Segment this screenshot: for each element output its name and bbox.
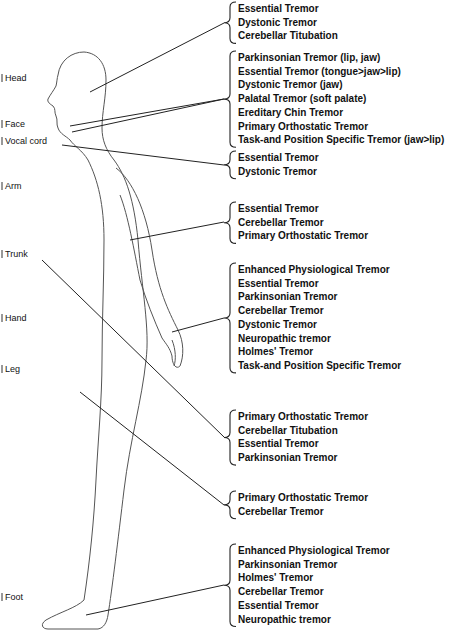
- curly-brace: [224, 202, 236, 243]
- tick: [2, 250, 3, 258]
- tremor-type: Cerebellar Tremor: [238, 305, 324, 317]
- tick: [2, 120, 3, 128]
- tremor-type: Primary Orthostatic Tremor: [238, 411, 368, 423]
- leader-line: [86, 585, 224, 615]
- body-part-label: Head: [5, 72, 27, 84]
- leader-line: [90, 23, 224, 92]
- curly-brace: [224, 151, 236, 179]
- body-outline: [42, 52, 182, 629]
- leader-line: [80, 392, 224, 505]
- tremor-type: Holmes' Tremor: [238, 346, 313, 358]
- tremor-type: Dystonic Tremor: [238, 17, 317, 29]
- tremor-type: Essential Tremor: [238, 3, 319, 15]
- leader-line: [62, 145, 224, 165]
- tremor-type: Dystonic Tremor: [238, 319, 317, 331]
- body-silhouette: [42, 52, 147, 629]
- tremor-type: Primary Orthostatic Tremor: [238, 492, 368, 504]
- body-part-label: Vocal cord: [5, 135, 47, 147]
- tremor-type: Primary Orthostatic Tremor: [238, 121, 368, 133]
- curly-brace: [224, 491, 236, 519]
- leader-line: [42, 260, 224, 437]
- curly-brace: [224, 51, 236, 147]
- hand-finger: [172, 340, 175, 366]
- tremor-type: Parkinsonian Tremor: [238, 559, 337, 571]
- tremor-type: Dystonic Tremor: [238, 166, 317, 178]
- tremor-type: Essential Tremor: [238, 152, 319, 164]
- tick: [2, 137, 3, 145]
- tremor-type: Holmes' Tremor: [238, 572, 313, 584]
- tremor-type: Cerebellar Tremor: [238, 506, 324, 518]
- curly-brace: [224, 263, 236, 373]
- leader-line: [72, 99, 224, 132]
- label-ticks: [2, 74, 3, 601]
- tremor-type: Enhanced Physiological Tremor: [238, 264, 390, 276]
- tremor-type: Primary Orthostatic Tremor: [238, 230, 368, 242]
- tick: [2, 182, 3, 190]
- curly-brace: [224, 410, 236, 465]
- tremor-type: Neuropathic tremor: [238, 614, 331, 626]
- body-part-label: Foot: [5, 591, 23, 603]
- tremor-type: Parkinsonian Tremor: [238, 452, 337, 464]
- tremor-type: Essential Tremor: [238, 203, 319, 215]
- tick: [2, 74, 3, 82]
- body-part-label: Leg: [5, 363, 20, 375]
- tremor-type: Essential Tremor: [238, 438, 319, 450]
- tremor-type: Dystonic Tremor (jaw): [238, 79, 342, 91]
- braces: [224, 2, 236, 627]
- tremor-type: Parkinsonian Tremor: [238, 291, 337, 303]
- tremor-type: Cerebellar Titubation: [238, 425, 338, 437]
- leader-line: [130, 222, 224, 240]
- tick: [2, 314, 3, 322]
- tremor-type: Palatal Tremor (soft palate): [238, 93, 366, 105]
- tremor-type: Cerebellar Titubation: [238, 30, 338, 42]
- tremor-type: Essential Tremor: [238, 600, 319, 612]
- tremor-type: Cerebellar Tremor: [238, 586, 324, 598]
- curly-brace: [224, 544, 236, 627]
- leader-line: [70, 99, 224, 126]
- curly-brace: [224, 2, 236, 43]
- tremor-type: Enhanced Physiological Tremor: [238, 545, 390, 557]
- body-part-label: Hand: [5, 312, 27, 324]
- tremor-type: Essential Tremor: [238, 278, 319, 290]
- arm-outline: [116, 168, 183, 367]
- leader-lines: [42, 23, 224, 615]
- tremor-type: Task-and Position Specific Tremor: [238, 360, 401, 372]
- leader-line: [172, 318, 224, 332]
- tremor-type: Ereditary Chin Tremor: [238, 107, 343, 119]
- tremor-type: Essential Tremor (tongue>jaw>lip): [238, 66, 401, 78]
- body-part-label: Face: [5, 118, 25, 130]
- body-part-label: Trunk: [5, 248, 28, 260]
- tremor-type: Neuropathic tremor: [238, 333, 331, 345]
- tremor-type: Task-and Position Specific Tremor (jaw>l…: [238, 134, 444, 146]
- body-part-label: Arm: [5, 180, 22, 192]
- tremor-type: Cerebellar Tremor: [238, 217, 324, 229]
- tremor-type: Parkinsonian Tremor (lip, jaw): [238, 52, 380, 64]
- tick: [2, 593, 3, 601]
- tick: [2, 365, 3, 373]
